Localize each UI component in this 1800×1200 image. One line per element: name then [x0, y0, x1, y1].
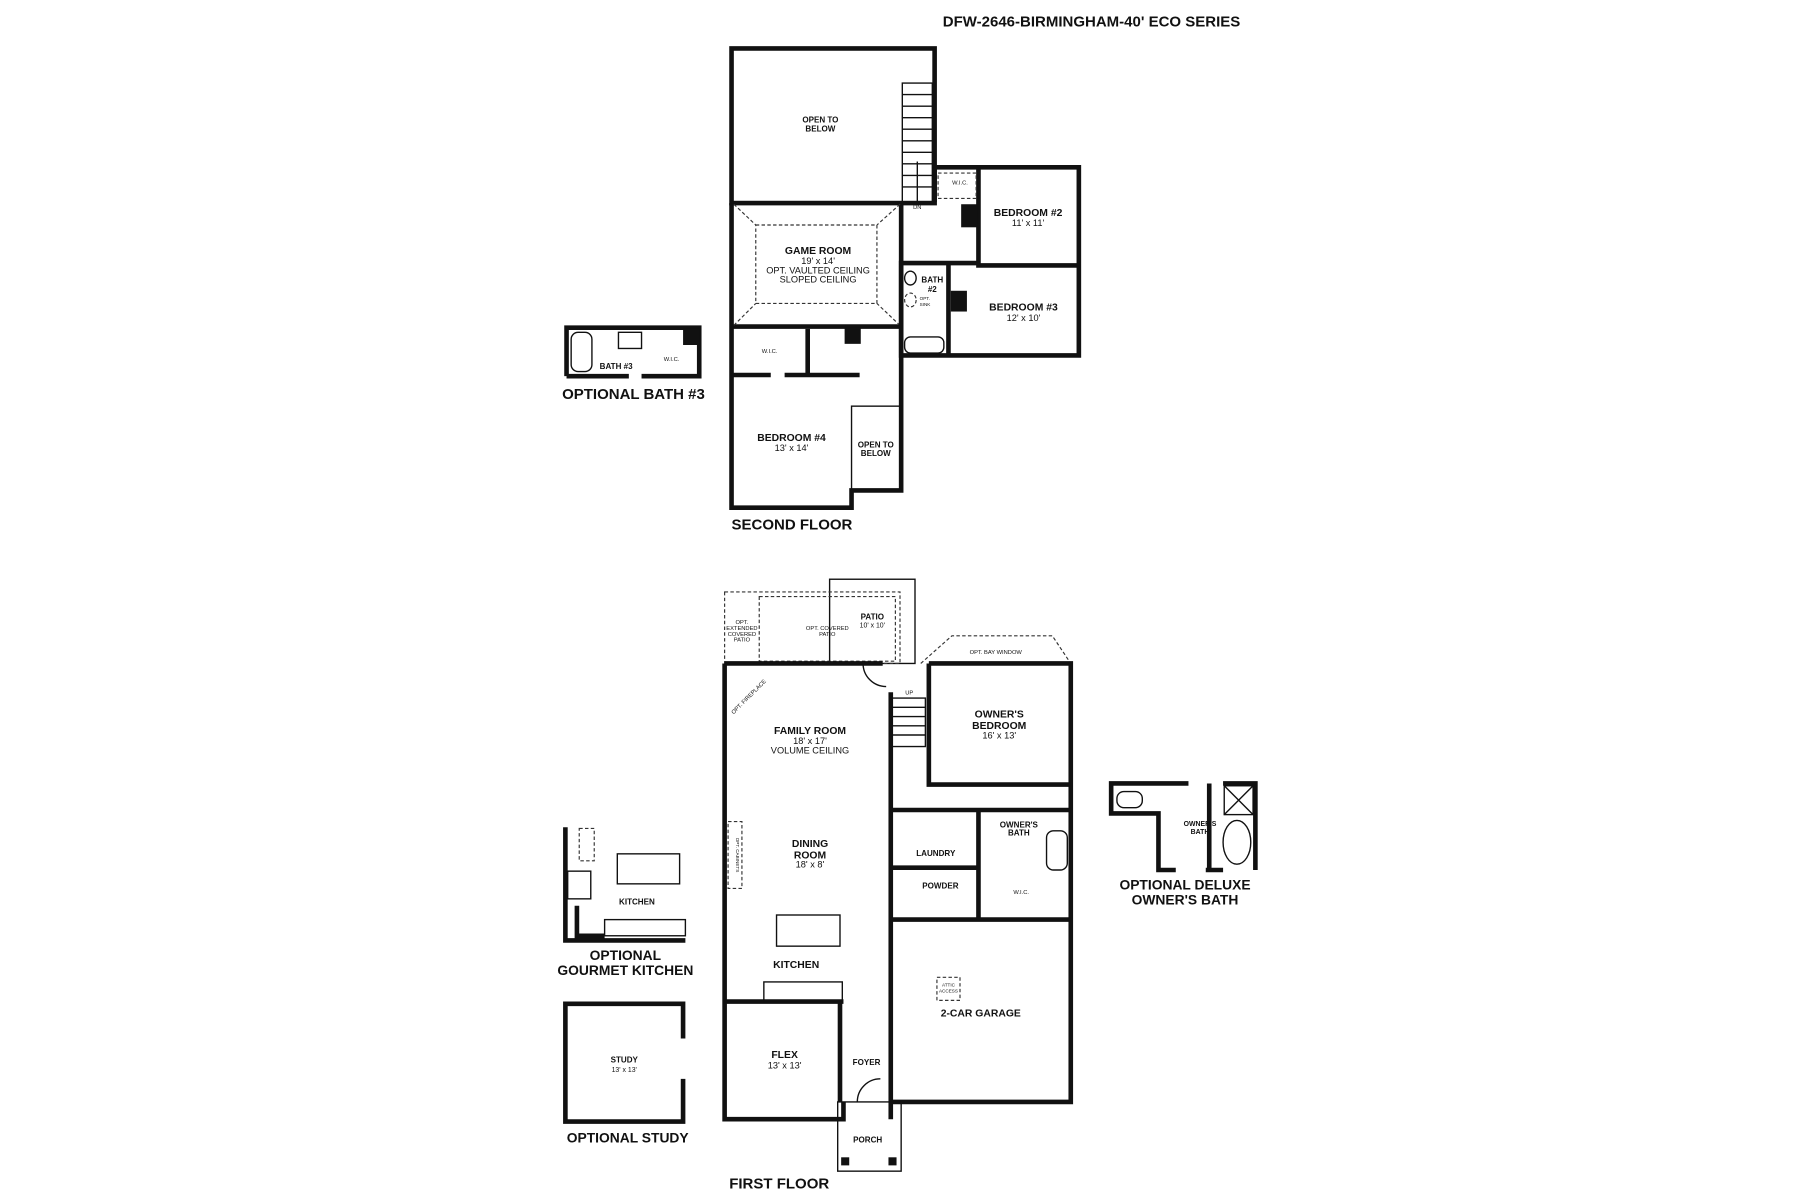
- label: SLOPED CEILING: [780, 275, 857, 285]
- label: 13' x 14': [775, 443, 809, 453]
- optional-bath3: BATH #3 W.I.C. OPTIONAL BATH #3: [562, 325, 705, 403]
- label: PATIO: [734, 638, 751, 644]
- optional-study-label: OPTIONAL STUDY: [567, 1129, 689, 1145]
- label: 10' x 10': [860, 623, 885, 630]
- bedroom4-label: BEDROOM #4: [757, 433, 826, 444]
- label: OWNER'S BATH: [1132, 892, 1239, 908]
- optional-bath3-label: OPTIONAL BATH #3: [562, 386, 705, 403]
- label: FOYER: [853, 1058, 881, 1067]
- label: BATH #3: [600, 362, 634, 371]
- label: ATTIC: [942, 983, 956, 988]
- optional-study: STUDY 13' x 13' OPTIONAL STUDY: [563, 1001, 689, 1145]
- label: #2: [928, 285, 937, 294]
- label: EXTENDED: [726, 626, 757, 632]
- label: OPT. BAY WINDOW: [970, 650, 1023, 656]
- label: ROOM: [794, 850, 826, 861]
- label: OWNER'S: [975, 710, 1024, 721]
- label: BATH: [1191, 829, 1210, 836]
- flex-label: FLEX: [771, 1050, 798, 1061]
- plan-title: DFW-2646-BIRMINGHAM-40' ECO SERIES: [943, 14, 1240, 31]
- label: STUDY: [611, 1056, 639, 1065]
- label: BATH: [1008, 828, 1030, 837]
- second-floor: OPEN TO BELOW GAME ROOM 19' x 14' OPT. V…: [729, 46, 1082, 534]
- label: COVERED: [728, 632, 756, 638]
- label: UP: [905, 691, 913, 697]
- label: 12' x 10': [1007, 313, 1041, 323]
- label: KITCHEN: [619, 898, 655, 907]
- label: OPT.: [736, 620, 749, 626]
- label: POWDER: [922, 881, 958, 890]
- family-room-label: FAMILY ROOM: [774, 726, 846, 737]
- label: OPT.: [920, 296, 930, 301]
- label: PATIO: [819, 632, 836, 638]
- label: BEDROOM: [972, 721, 1026, 732]
- bedroom3-label: BEDROOM #3: [989, 302, 1058, 313]
- label: DN: [913, 205, 921, 211]
- label: LAUNDRY: [916, 849, 956, 858]
- label: 11' x 11': [1012, 218, 1045, 228]
- label: ACCESS: [939, 988, 958, 993]
- label: W.I.C.: [1013, 890, 1029, 896]
- label: OPTIONAL: [590, 947, 662, 963]
- label: SINK: [920, 302, 932, 307]
- garage-label: 2-CAR GARAGE: [941, 1009, 1021, 1020]
- label: 19' x 14': [801, 256, 835, 266]
- open-to-below-area: [729, 46, 937, 206]
- label: PORCH: [853, 1135, 882, 1144]
- second-floor-label: SECOND FLOOR: [732, 517, 853, 534]
- label: BELOW: [805, 125, 835, 134]
- label: OPEN TO: [802, 115, 838, 124]
- label: W.I.C.: [952, 181, 968, 187]
- label: 13' x 13': [612, 1067, 637, 1074]
- optional-gourmet-kitchen-label: GOURMET KITCHEN: [557, 962, 693, 978]
- label: OPT. CABINETS: [735, 838, 740, 873]
- stairs-upper: [901, 82, 933, 204]
- bedroom2-label: BEDROOM #2: [994, 208, 1063, 219]
- label: BELOW: [861, 449, 891, 458]
- game-room-label: GAME ROOM: [785, 246, 851, 257]
- label: OPEN TO: [858, 441, 894, 450]
- vaulted-ceiling-outline: [755, 224, 878, 305]
- label: 18' x 8': [796, 860, 825, 870]
- kitchen-label: KITCHEN: [773, 960, 819, 971]
- first-floor: PATIO 10' x 10' OPT. COVERED PATIO OPT. …: [722, 578, 1074, 1192]
- porch: [836, 1101, 902, 1172]
- label: OWNER'S: [1184, 821, 1217, 828]
- label: OWNER'S: [1000, 820, 1039, 829]
- optional-deluxe-bath-label: OPTIONAL DELUXE: [1119, 877, 1250, 893]
- label: VOLUME CEILING: [771, 745, 849, 755]
- optional-deluxe-owners-bath: OWNER'S BATH OPTIONAL DELUXE OWNER'S BAT…: [1108, 781, 1258, 908]
- label: DINING: [792, 839, 828, 850]
- stairs-lower: [891, 697, 927, 748]
- label: OPT. VAULTED CEILING: [766, 265, 870, 275]
- label: 16' x 13': [982, 730, 1016, 740]
- label: OPT. COVERED: [806, 626, 849, 632]
- label: W.I.C.: [762, 349, 778, 355]
- label: BATH: [921, 276, 943, 285]
- label: 13' x 13': [768, 1060, 802, 1070]
- optional-gourmet-kitchen: KITCHEN OPTIONAL GOURMET KITCHEN: [557, 827, 693, 978]
- label: W.I.C.: [664, 357, 680, 363]
- label: 18' x 17': [793, 736, 827, 746]
- label: PATIO: [861, 613, 884, 622]
- label: OPT. FIREPLACE: [731, 679, 768, 716]
- first-floor-label: FIRST FLOOR: [729, 1175, 829, 1192]
